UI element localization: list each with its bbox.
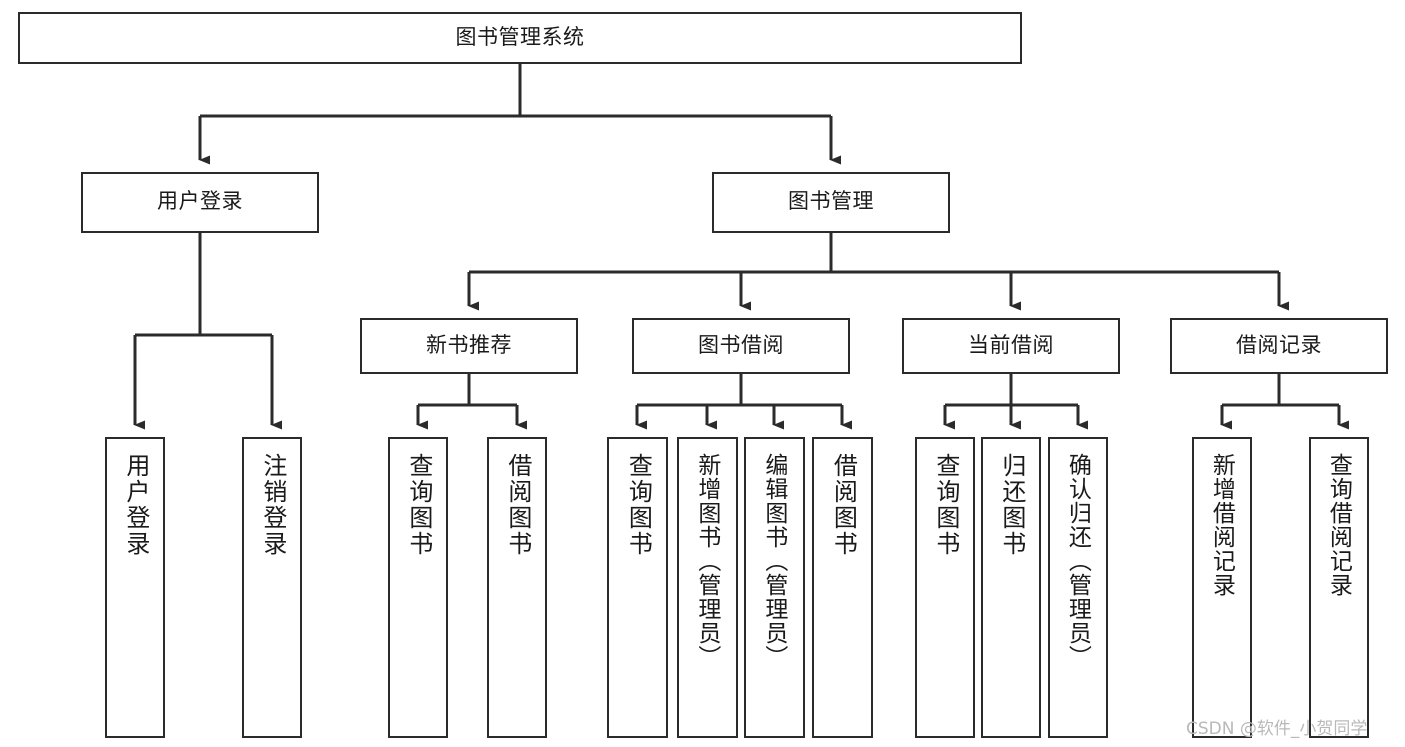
node-book-borrow[interactable]: 图书借阅 <box>632 318 850 374</box>
leaf-query-book-newbook-label: 查询图书 <box>404 453 432 557</box>
csdn-watermark: CSDN @软件_小贺同学 <box>1186 719 1368 739</box>
node-borrow-records[interactable]: 借阅记录 <box>1170 318 1388 374</box>
leaf-add-borrow-record-label: 新增借阅记录 <box>1209 453 1236 597</box>
leaf-add-borrow-record[interactable]: 新增借阅记录 <box>1192 437 1252 738</box>
leaf-query-book-borrow[interactable]: 查询图书 <box>607 437 668 738</box>
leaf-edit-book-admin-label: 编辑图书（管理员） <box>761 453 788 669</box>
leaf-logout-label: 注销登录 <box>258 453 286 557</box>
leaf-query-book-borrow-label: 查询图书 <box>624 453 652 557</box>
node-book-borrow-label: 图书借阅 <box>698 333 784 357</box>
node-book-management[interactable]: 图书管理 <box>712 172 950 233</box>
leaf-query-book-newbook[interactable]: 查询图书 <box>388 437 448 738</box>
leaf-confirm-return-admin-label: 确认归还（管理员） <box>1065 453 1092 669</box>
leaf-query-book-current[interactable]: 查询图书 <box>915 437 975 738</box>
node-new-book-recommend[interactable]: 新书推荐 <box>360 318 578 374</box>
node-user-login[interactable]: 用户登录 <box>81 172 319 233</box>
leaf-borrow-book-label: 借阅图书 <box>829 453 857 557</box>
leaf-return-book-label: 归还图书 <box>997 453 1025 557</box>
node-current-borrow[interactable]: 当前借阅 <box>902 318 1120 374</box>
leaf-add-book-admin[interactable]: 新增图书（管理员） <box>677 437 738 738</box>
node-book-management-label: 图书管理 <box>788 190 874 214</box>
leaf-add-book-admin-label: 新增图书（管理员） <box>694 453 721 669</box>
leaf-return-book[interactable]: 归还图书 <box>981 437 1041 738</box>
leaf-query-book-current-label: 查询图书 <box>931 453 959 557</box>
leaf-query-borrow-record-label: 查询借阅记录 <box>1326 453 1353 597</box>
node-user-login-label: 用户登录 <box>157 190 243 214</box>
node-root[interactable]: 图书管理系统 <box>18 12 1022 64</box>
leaf-user-login[interactable]: 用户登录 <box>105 437 165 738</box>
node-root-label: 图书管理系统 <box>455 25 585 49</box>
leaf-borrow-book[interactable]: 借阅图书 <box>812 437 873 738</box>
node-borrow-records-label: 借阅记录 <box>1236 333 1322 357</box>
leaf-query-borrow-record[interactable]: 查询借阅记录 <box>1309 437 1369 738</box>
leaf-user-login-label: 用户登录 <box>121 453 149 557</box>
node-new-book-recommend-label: 新书推荐 <box>426 333 512 357</box>
leaf-borrow-book-newbook-label: 借阅图书 <box>503 453 531 557</box>
node-current-borrow-label: 当前借阅 <box>968 333 1054 357</box>
leaf-borrow-book-newbook[interactable]: 借阅图书 <box>487 437 547 738</box>
leaf-logout[interactable]: 注销登录 <box>242 437 302 738</box>
leaf-confirm-return-admin[interactable]: 确认归还（管理员） <box>1048 437 1108 738</box>
leaf-edit-book-admin[interactable]: 编辑图书（管理员） <box>744 437 805 738</box>
